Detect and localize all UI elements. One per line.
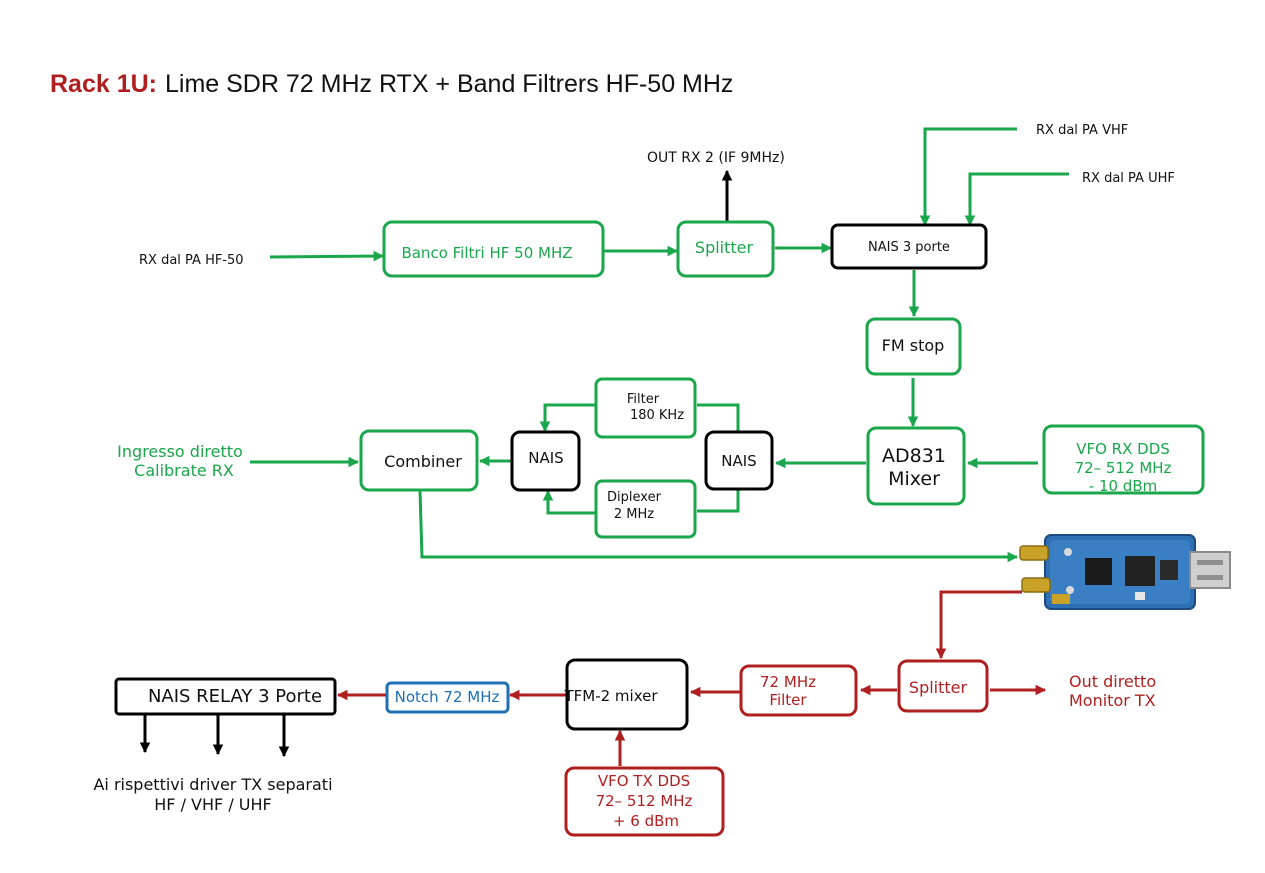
diplexer-label: Diplexer (607, 490, 662, 505)
page-title: Rack 1U: Lime SDR 72 MHz RTX + Band Filtr… (50, 70, 733, 98)
vfo-rx-dds-block[interactable]: VFO RX DDS 72– 512 MHz - 10 dBm (1042, 424, 1205, 495)
calibrate-rx-label: Calibrate RX (134, 461, 234, 480)
vfo-tx-title: VFO TX DDS (598, 772, 690, 790)
vfo-rx-range: 72– 512 MHz (1075, 459, 1172, 477)
nais-left-label: NAIS (528, 449, 563, 467)
lime-sdr-board-image (1019, 534, 1231, 610)
nais-right-label: NAIS (721, 452, 756, 470)
vfo-tx-range: 72– 512 MHz (596, 792, 693, 810)
vfo-rx-title: VFO RX DDS (1076, 440, 1170, 458)
diplexer-freq-label: 2 MHz (614, 507, 654, 522)
bands-label: HF / VHF / UHF (154, 795, 271, 814)
splitter-tx-block[interactable]: Splitter (897, 659, 989, 713)
fm-stop-label: FM stop (882, 336, 945, 355)
tx-wires (336, 590, 1047, 766)
banco-filtri-label: Banco Filtri HF 50 MHZ (401, 244, 572, 262)
mixer-label: Mixer (888, 468, 940, 490)
combiner-block[interactable]: Combiner (359, 429, 479, 492)
rx-vhf-label: RX dal PA VHF (1036, 123, 1128, 138)
ingresso-diretto-label: Ingresso diretto (117, 442, 243, 461)
nais-right-block[interactable]: NAIS (704, 430, 774, 491)
title-text: Lime SDR 72 MHz RTX + Band Filtrers HF-5… (165, 70, 733, 98)
rx-uhf-label: RX dal PA UHF (1082, 171, 1175, 186)
nais-3-porte-label: NAIS 3 porte (868, 240, 950, 255)
filter72-freq-label: 72 MHz (760, 673, 816, 691)
out-rx2-label: OUT RX 2 (IF 9MHz) (647, 150, 785, 166)
title-prefix: Rack 1U: (50, 70, 157, 98)
ad831-mixer-block[interactable]: AD831 Mixer (866, 426, 966, 506)
splitter-rx-label: Splitter (695, 238, 754, 257)
tfm2-label: TFM-2 mixer (563, 687, 658, 705)
monitor-tx-label: Monitor TX (1069, 691, 1156, 710)
out-diretto-label: Out diretto (1069, 672, 1156, 691)
filter-label: Filter (627, 392, 660, 407)
filter-72mhz-block[interactable]: 72 MHz Filter (739, 664, 858, 717)
nais-left-block[interactable]: NAIS (510, 430, 581, 492)
diplexer-2mhz-block[interactable]: Diplexer 2 MHz (594, 479, 697, 539)
banco-filtri-block[interactable]: Banco Filtri HF 50 MHZ (382, 220, 605, 278)
nais-relay-label: NAIS RELAY 3 Porte (148, 686, 322, 707)
nais-relay-block[interactable]: NAIS RELAY 3 Porte (114, 677, 337, 716)
filter72-label: Filter (769, 691, 807, 709)
nais-3-porte-block[interactable]: NAIS 3 porte (830, 223, 988, 270)
drivers-label: Ai rispettivi driver TX separati (93, 775, 332, 794)
combiner-label: Combiner (384, 452, 462, 471)
fm-stop-block[interactable]: FM stop (865, 317, 962, 376)
tfm2-mixer-block[interactable]: TFM-2 mixer (563, 658, 689, 731)
vfo-rx-level: - 10 dBm (1089, 477, 1157, 495)
vfo-tx-level: + 6 dBm (613, 812, 679, 830)
relay-output-arrows (139, 715, 290, 758)
rx-wires (250, 127, 1069, 563)
splitter-rx-block[interactable]: Splitter (676, 220, 775, 278)
vfo-tx-dds-block[interactable]: VFO TX DDS 72– 512 MHz + 6 dBm (564, 766, 725, 837)
splitter-tx-label: Splitter (909, 678, 968, 697)
rx-hf-label: RX dal PA HF-50 (139, 253, 244, 268)
filter-180khz-block[interactable]: Filter 180 KHz (594, 377, 697, 439)
ad831-label: AD831 (882, 445, 946, 467)
filter-freq-label: 180 KHz (630, 408, 684, 423)
notch-72mhz-block[interactable]: Notch 72 MHz (385, 681, 510, 714)
notch-label: Notch 72 MHz (395, 688, 500, 706)
